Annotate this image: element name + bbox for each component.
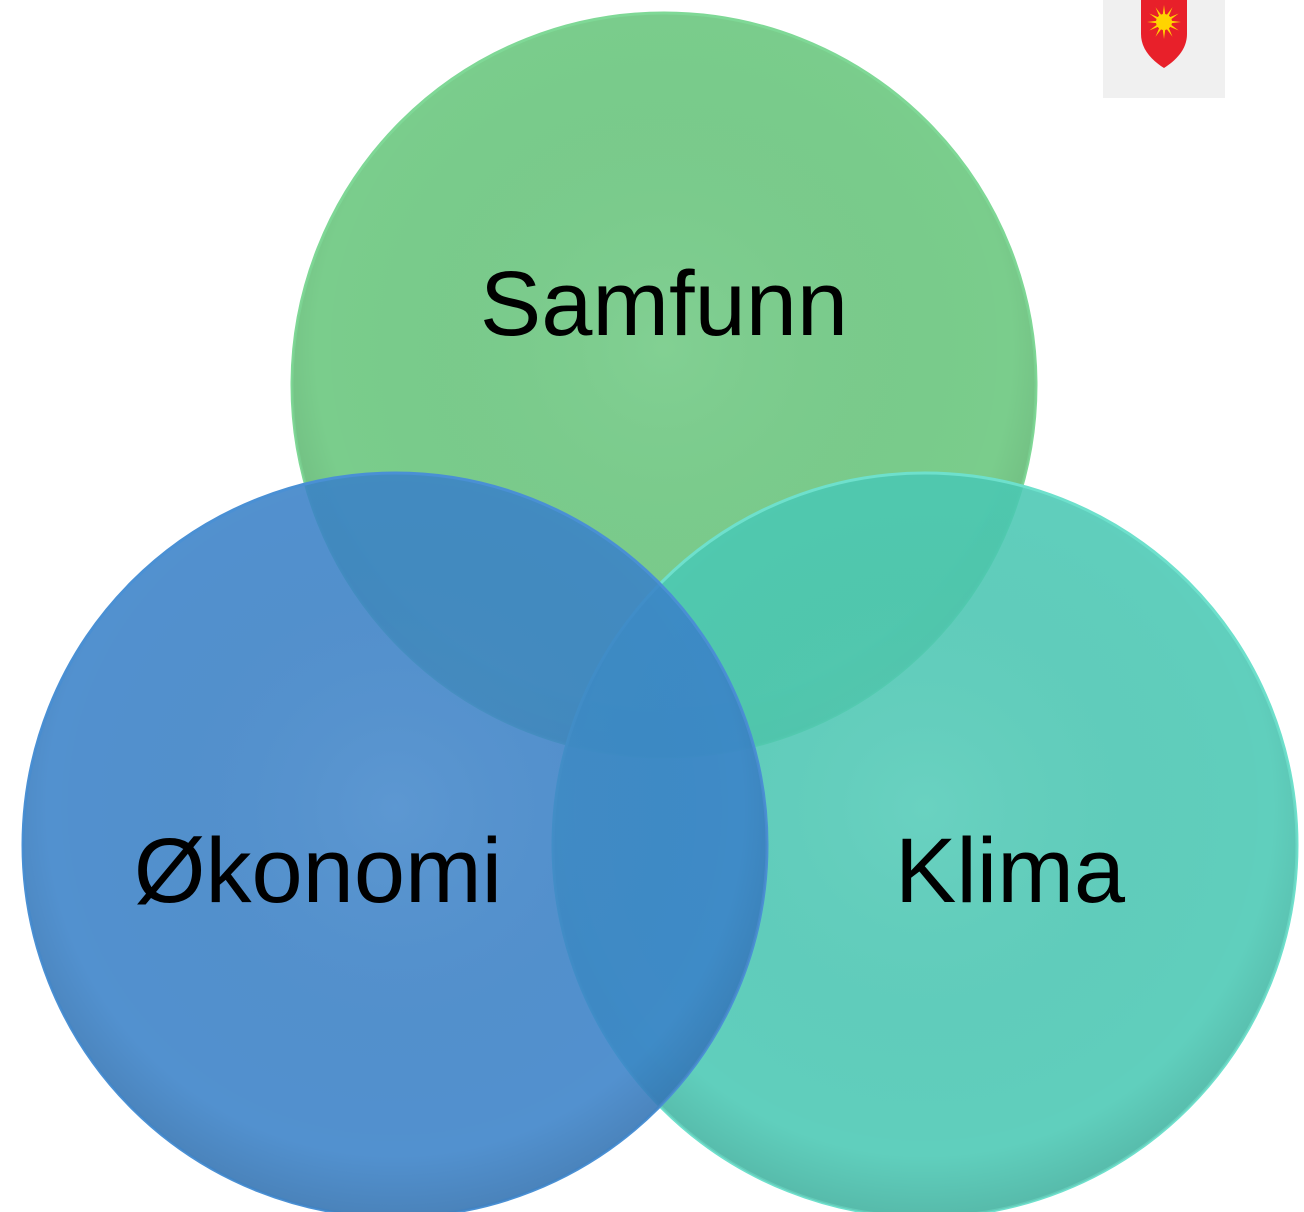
label-samfunn: Samfunn	[480, 253, 848, 355]
venn-circle-okonomi	[21, 471, 769, 1212]
sun-ray	[1147, 20, 1158, 24]
sun-ray	[1169, 13, 1179, 20]
sun-ray	[1166, 27, 1173, 37]
sun-ray	[1170, 20, 1181, 24]
sun-ray	[1162, 28, 1166, 39]
sun-ray	[1149, 13, 1159, 20]
label-klima: Klima	[895, 820, 1126, 922]
sun-ray	[1166, 7, 1173, 17]
logo	[1103, 0, 1225, 98]
label-okonomi: Økonomi	[134, 820, 502, 922]
sun-ray	[1169, 24, 1179, 31]
venn-circle-klima	[551, 471, 1299, 1212]
sun-ray	[1155, 27, 1162, 37]
sun-ray	[1149, 24, 1159, 31]
sun-ray	[1155, 7, 1162, 17]
coat-of-arms-shield-sun-icon	[1141, 0, 1187, 68]
sun-ray	[1162, 5, 1166, 16]
